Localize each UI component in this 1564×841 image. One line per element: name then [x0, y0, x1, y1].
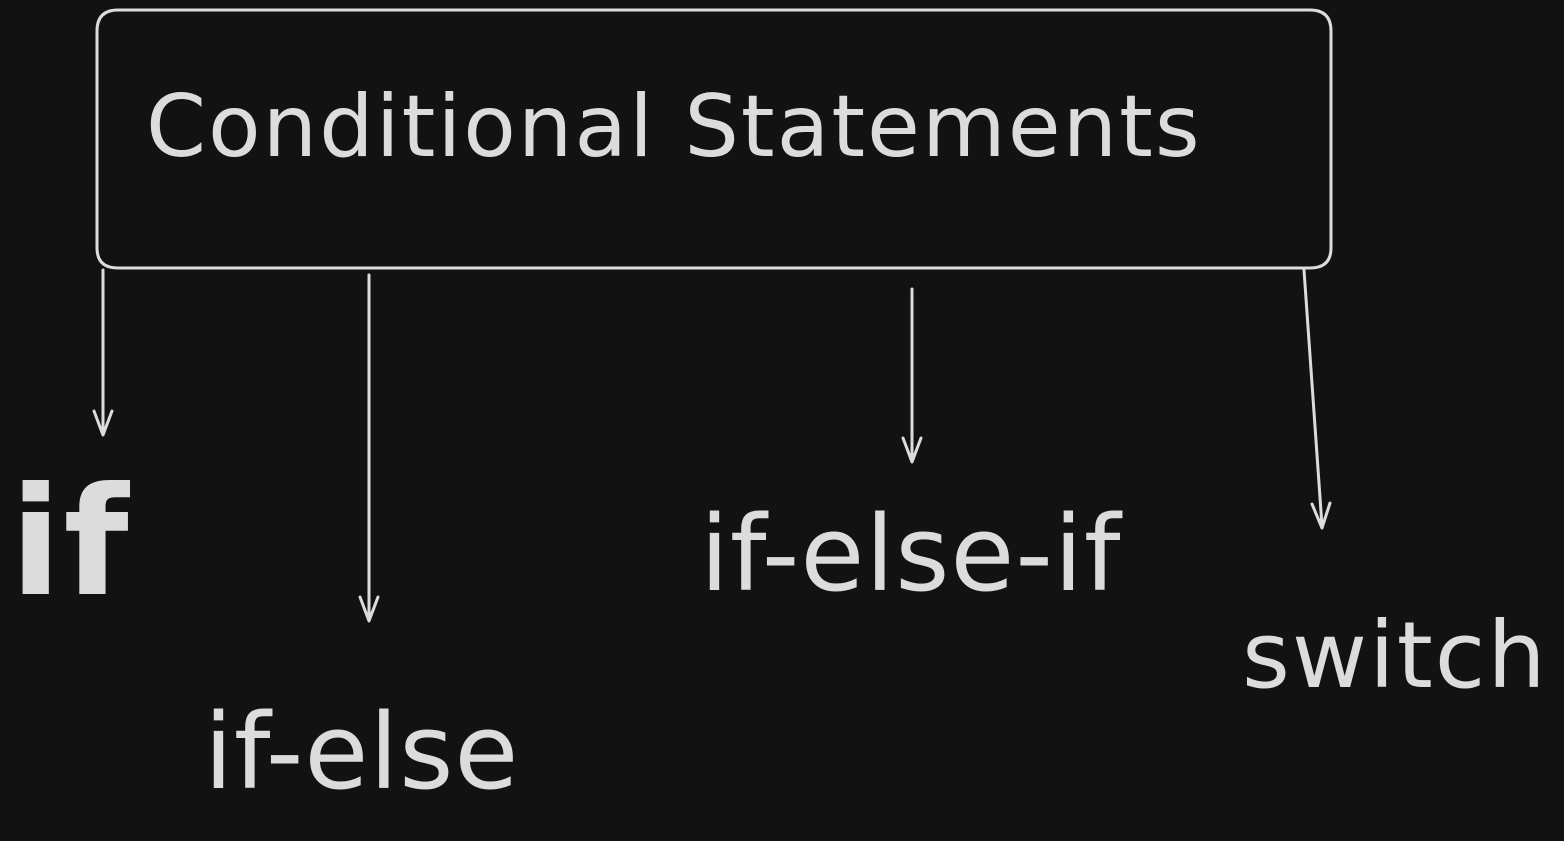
arrow-to-if	[92, 268, 114, 437]
branch-label-if-else: if-else	[204, 691, 520, 813]
root-label: Conditional Statements	[146, 77, 1202, 177]
arrow-to-if-else-if	[901, 287, 923, 464]
branch-label-if-else-if: if-else-if	[700, 493, 1122, 615]
root-box	[95, 8, 1333, 270]
arrow-to-switch	[1302, 268, 1332, 530]
arrow-to-if-else	[358, 273, 380, 623]
branch-label-if: if	[10, 456, 131, 630]
branch-label-switch: switch	[1242, 602, 1548, 709]
